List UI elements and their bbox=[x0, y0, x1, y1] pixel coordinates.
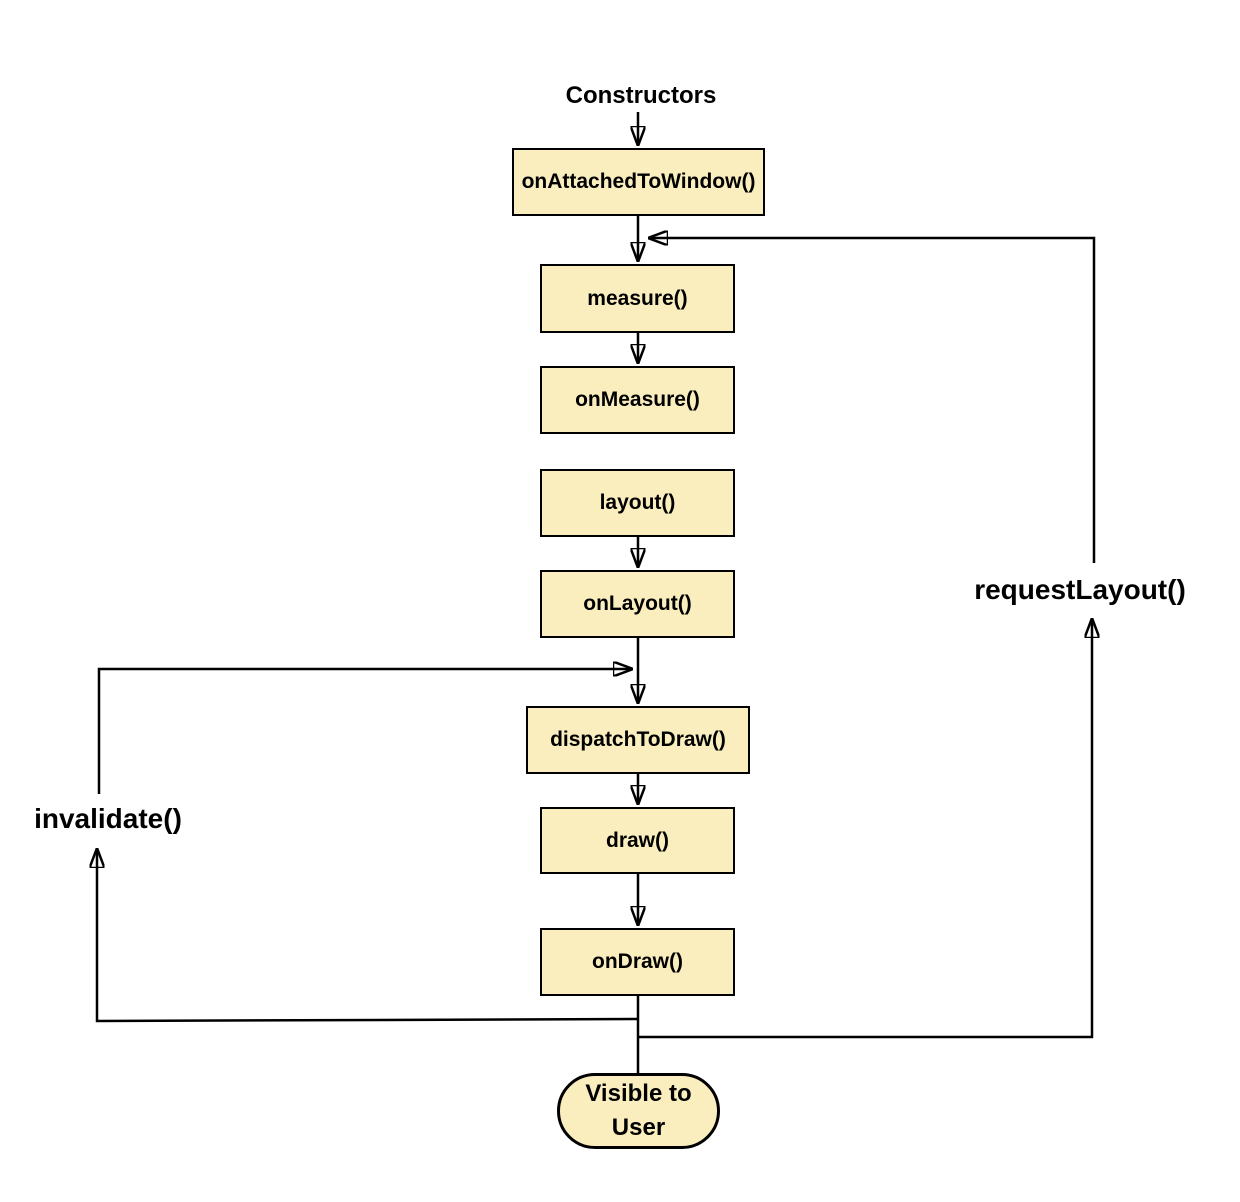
node-layout: layout() bbox=[540, 469, 735, 537]
requestlayout-label: requestLayout() bbox=[974, 574, 1186, 605]
constructors-label: Constructors bbox=[565, 82, 717, 109]
line-invalidate-up bbox=[97, 849, 639, 1023]
line-invalidate-return bbox=[97, 669, 632, 794]
line-requestlayout-up bbox=[638, 619, 1092, 1039]
node-measure: measure() bbox=[540, 264, 735, 333]
node-onmeasure: onMeasure() bbox=[540, 366, 735, 434]
node-ondraw: onDraw() bbox=[540, 928, 735, 996]
invalidate-label: invalidate() bbox=[34, 803, 182, 834]
line-requestlayout-return bbox=[649, 238, 1096, 563]
node-visible-to-user: Visible to User bbox=[557, 1073, 720, 1149]
node-dispatchtodraw: dispatchToDraw() bbox=[526, 706, 750, 774]
node-onattachedtowindow: onAttachedToWindow() bbox=[512, 148, 765, 216]
node-onlayout: onLayout() bbox=[540, 570, 735, 638]
node-draw: draw() bbox=[540, 807, 735, 874]
